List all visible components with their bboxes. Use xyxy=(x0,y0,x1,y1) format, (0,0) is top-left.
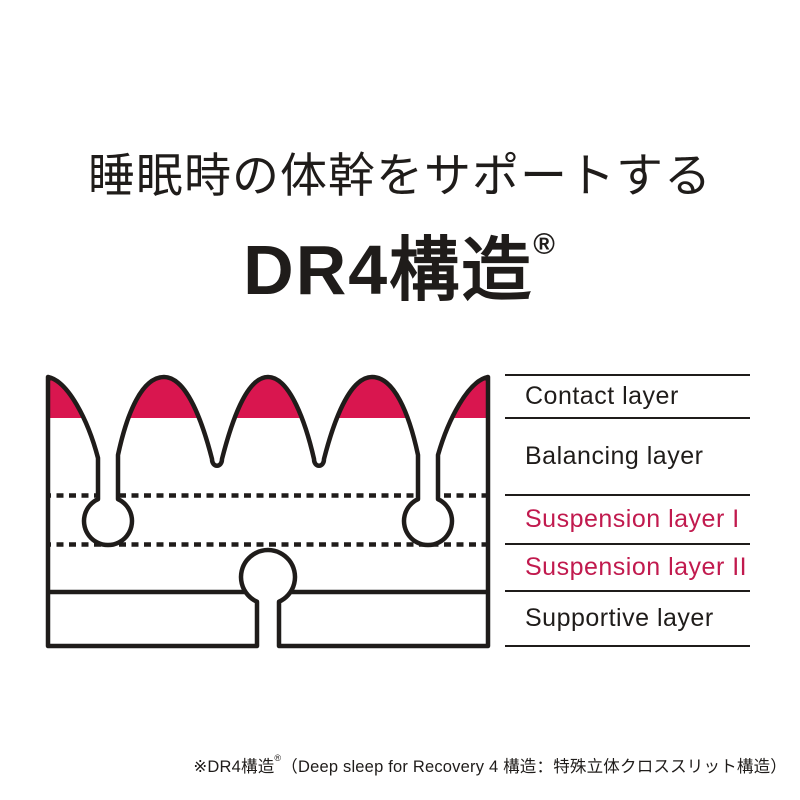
layer-label-supportive: Supportive layer xyxy=(525,604,714,632)
layer-divider-line xyxy=(505,543,750,545)
layer-label-contact: Contact layer xyxy=(525,382,679,410)
footnote: ※DR4構造®（Deep sleep for Recovery 4 構造：特殊立… xyxy=(193,753,787,777)
layer-label-suspension-2: Suspension layer II xyxy=(525,553,748,581)
layer-label-suspension-1: Suspension layer I xyxy=(525,505,740,533)
footnote-prefix: ※DR4構造 xyxy=(193,758,275,776)
layer-divider-line xyxy=(505,590,750,592)
product-title: DR4構造® xyxy=(0,229,800,309)
footnote-registered-mark: ® xyxy=(274,753,282,764)
layer-divider-line xyxy=(505,494,750,496)
footnote-body: （Deep sleep for Recovery 4 構造：特殊立体クロススリッ… xyxy=(281,758,787,776)
layer-divider-line xyxy=(505,645,750,647)
mattress-outline xyxy=(45,374,491,649)
layer-divider-line xyxy=(505,374,750,376)
product-name: DR4構造 xyxy=(243,231,534,309)
headline: 睡眠時の体幹をサポートする xyxy=(88,149,712,202)
layer-divider-line xyxy=(505,417,750,419)
registered-trademark-mark: ® xyxy=(533,227,557,261)
layer-label-balancing: Balancing layer xyxy=(525,442,704,470)
